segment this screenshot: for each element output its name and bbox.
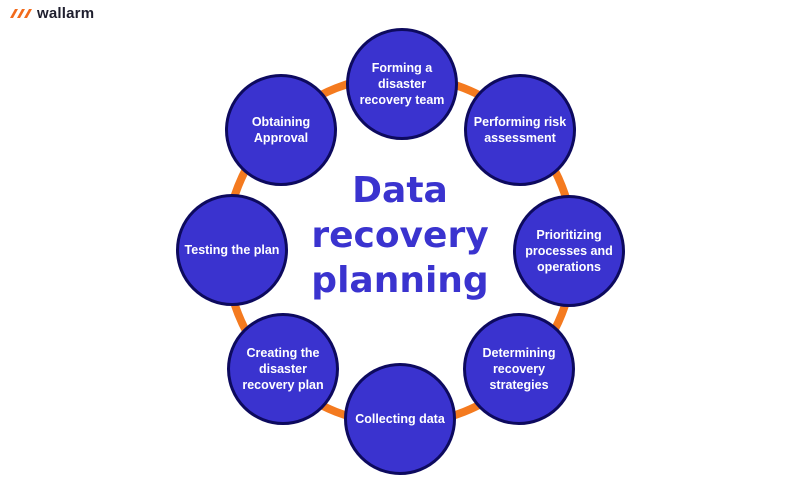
wallarm-logo-icon — [10, 8, 32, 18]
title-line: recovery — [311, 215, 489, 256]
step-label: Prioritizing processes and operations — [525, 228, 613, 274]
step-label: Determining recovery strategies — [482, 346, 556, 392]
brand-logo: wallarm — [10, 5, 94, 22]
step-creating-plan: Creating the disaster recovery plan — [227, 313, 339, 425]
step-label: Forming a disaster recovery team — [359, 61, 445, 107]
step-forming-team: Forming a disaster recovery team — [346, 28, 458, 140]
title-line: planning — [311, 260, 489, 301]
step-label: Collecting data — [355, 412, 445, 426]
step-prioritizing: Prioritizing processes and operations — [513, 195, 625, 307]
step-testing-plan: Testing the plan — [176, 194, 288, 306]
brand-name: wallarm — [37, 5, 95, 22]
step-label: Creating the disaster recovery plan — [242, 346, 324, 392]
title-line: Data — [352, 170, 448, 211]
step-risk-assessment: Performing risk assessment — [464, 74, 576, 186]
step-obtaining-approval: Obtaining Approval — [225, 74, 337, 186]
step-label: Performing risk assessment — [473, 115, 567, 145]
step-label: Testing the plan — [184, 243, 280, 257]
step-recovery-strategies: Determining recovery strategies — [463, 313, 575, 425]
step-collecting-data: Collecting data — [344, 363, 456, 475]
diagram-title: Data recovery planning — [270, 168, 530, 303]
step-label: Obtaining Approval — [251, 115, 311, 145]
